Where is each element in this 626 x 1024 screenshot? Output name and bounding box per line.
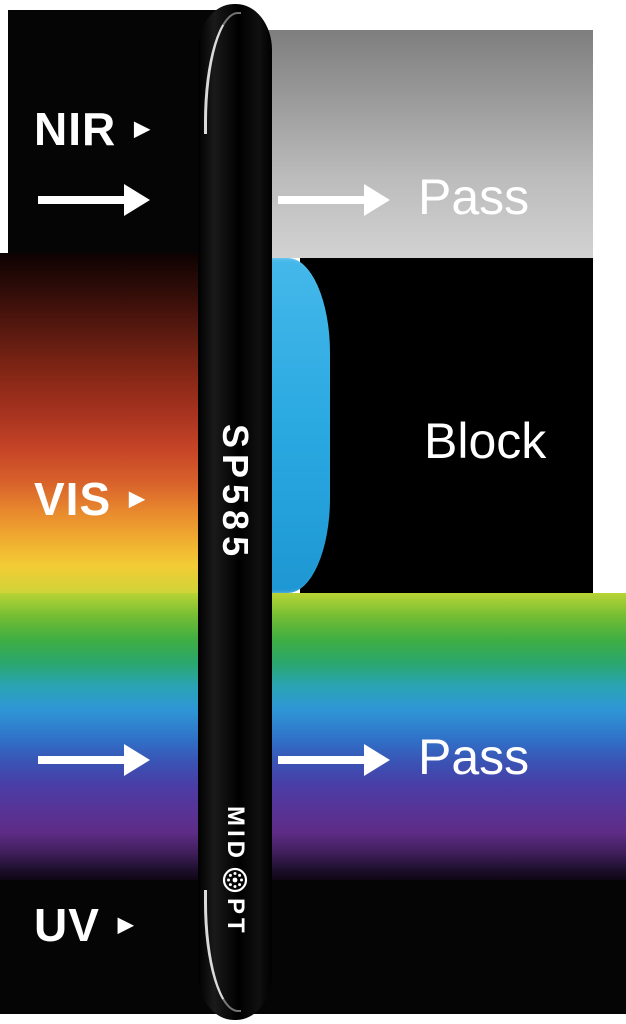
block-label: Block <box>424 413 547 469</box>
filter-ring: SP585 MID PT <box>198 4 272 1020</box>
arrow-head <box>364 184 390 216</box>
arrow-head <box>124 744 150 776</box>
block-band <box>300 258 593 593</box>
nir-pass-band <box>240 30 593 258</box>
pass-label-nir: Pass <box>418 169 530 225</box>
uv-vis-pass-spectrum-band <box>0 593 626 885</box>
uv-label-text: UV <box>34 899 100 951</box>
vis-label-text: VIS <box>34 473 112 525</box>
arrow-right-icon <box>38 742 150 778</box>
arrow-shaft <box>38 196 126 204</box>
brand-logo: MID PT <box>221 806 249 937</box>
filter-model-label: SP585 <box>215 424 256 563</box>
arrow-shaft <box>278 756 366 764</box>
ring-highlight-top <box>204 12 241 134</box>
brand-logo-pre: MID <box>222 806 249 862</box>
uv-label: UV ▶ <box>34 898 134 952</box>
pass-label-uv: Pass <box>418 729 530 785</box>
aperture-icon <box>222 867 248 893</box>
arrow-head <box>364 744 390 776</box>
brand-logo-post: PT <box>222 898 249 937</box>
triangle-pointer-icon: ▶ <box>134 118 151 140</box>
nir-label: NIR ▶ <box>34 102 151 156</box>
nir-label-text: NIR <box>34 103 117 155</box>
arrow-head <box>124 184 150 216</box>
arrow-right-icon <box>278 742 390 778</box>
vis-label: VIS ▶ <box>34 472 146 526</box>
arrow-shaft <box>278 196 366 204</box>
arrow-shaft <box>38 756 126 764</box>
arrow-right-icon <box>38 182 150 218</box>
triangle-pointer-icon: ▶ <box>129 488 146 510</box>
uv-beam-band <box>0 880 626 1014</box>
triangle-pointer-icon: ▶ <box>117 914 135 936</box>
arrow-right-icon <box>278 182 390 218</box>
